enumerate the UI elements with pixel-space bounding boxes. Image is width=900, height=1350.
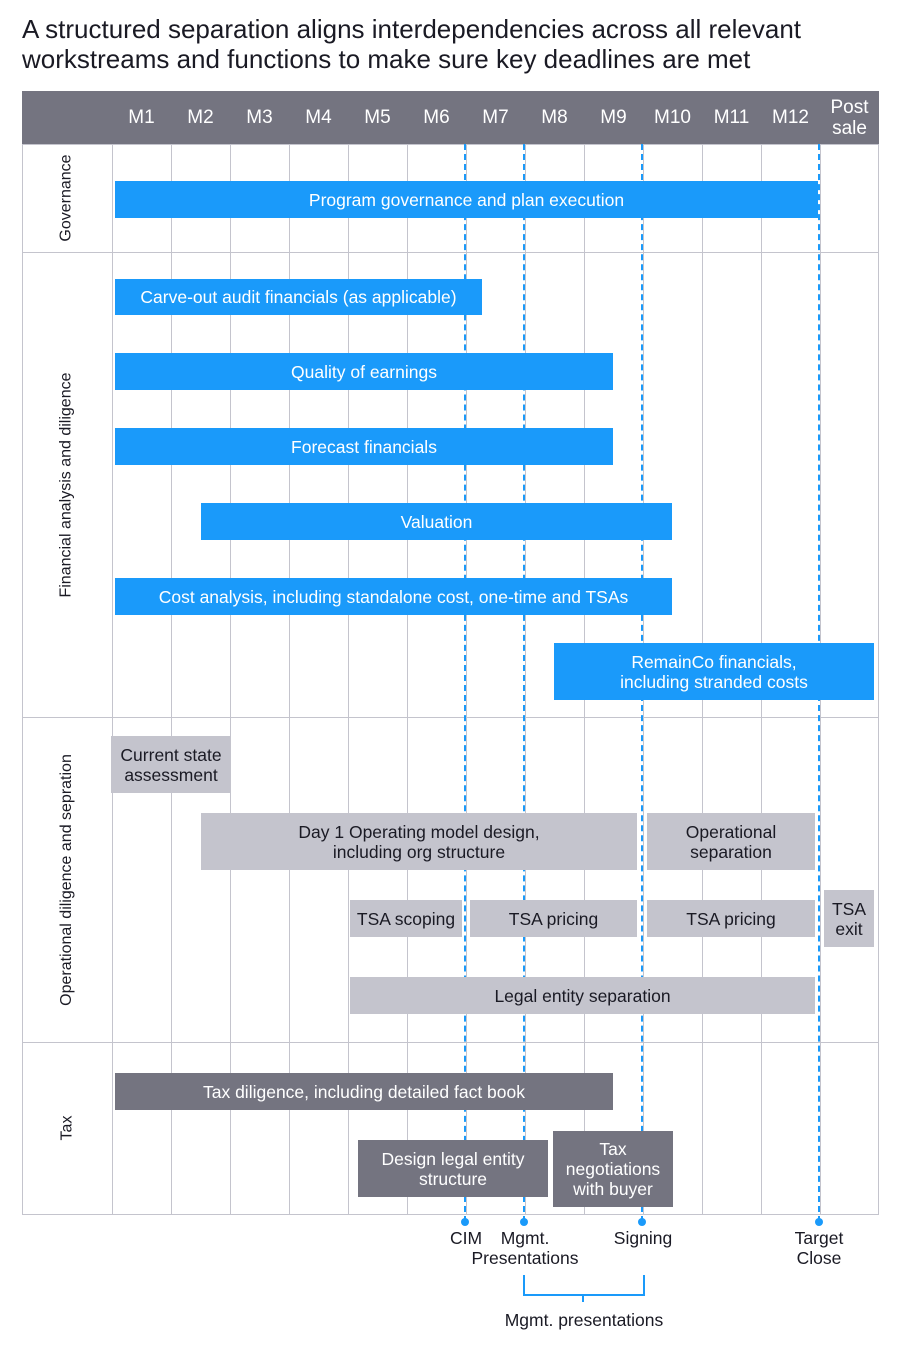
lane-divider <box>22 717 879 718</box>
lane-label-operational: Operational diligence and sepration <box>58 753 76 1006</box>
lane-divider <box>22 252 879 253</box>
bar-day1-operating-model: Day 1 Operating model design, including … <box>201 813 637 870</box>
bar-tax-negotiations: Tax negotiations with buyer <box>553 1131 673 1207</box>
grid-line <box>466 144 467 1214</box>
lane-label-tax: Tax <box>58 1115 75 1141</box>
bar-valuation: Valuation <box>201 503 672 540</box>
page-title: A structured separation aligns interdepe… <box>22 14 802 74</box>
bar-tax-diligence: Tax diligence, including detailed fact b… <box>115 1073 613 1110</box>
bar-carve-out-audit: Carve-out audit financials (as applicabl… <box>115 279 482 315</box>
bar-current-state: Current state assessment <box>111 736 231 793</box>
milestone-label-target-close: Target Close <box>794 1228 844 1268</box>
month-header-m2: M2 <box>187 107 214 128</box>
month-header-m3: M3 <box>246 107 273 128</box>
bracket-stem <box>582 1294 584 1302</box>
milestone-line-cim <box>464 144 466 1222</box>
grid-line <box>171 144 172 1214</box>
lane-divider <box>22 1042 879 1043</box>
month-header-m7: M7 <box>482 107 509 128</box>
bar-tsa-scoping: TSA scoping <box>350 900 462 937</box>
bar-program-governance: Program governance and plan execution <box>115 181 818 218</box>
grid-frame <box>22 144 879 1215</box>
bar-quality-of-earnings: Quality of earnings <box>115 353 613 390</box>
milestone-line-mgmt <box>523 144 525 1222</box>
lane-label-governance: Governance <box>57 154 75 242</box>
month-header-m1: M1 <box>128 107 155 128</box>
month-header-post-sale: Post sale <box>830 96 869 139</box>
lane-label-financial: Financial analysis and diligence <box>58 371 75 598</box>
milestone-label-signing: Signing <box>613 1228 673 1248</box>
bracket-label: Mgmt. presentations <box>504 1310 664 1330</box>
bar-tsa-exit: TSA exit <box>824 890 874 947</box>
month-header-m11: M11 <box>713 107 750 128</box>
bar-forecast-financials: Forecast financials <box>115 428 613 465</box>
grid-line <box>348 144 349 1214</box>
grid-line <box>112 144 113 1214</box>
lane-tax: Tax <box>22 1042 112 1214</box>
bar-operational-separation: Operational separation <box>647 813 815 870</box>
lane-operational: Operational diligence and sepration <box>22 717 112 1042</box>
milestone-dot-signing <box>638 1218 646 1226</box>
bar-legal-entity-separation: Legal entity separation <box>350 977 815 1014</box>
month-header-m5: M5 <box>364 107 391 128</box>
bar-tsa-pricing-1: TSA pricing <box>470 900 637 937</box>
month-header-m8: M8 <box>541 107 568 128</box>
month-header-m12: M12 <box>772 107 809 128</box>
month-header-m4: M4 <box>305 107 332 128</box>
bar-design-legal-entity: Design legal entity structure <box>358 1140 548 1197</box>
milestone-dot-cim <box>461 1218 469 1226</box>
month-header-m10: M10 <box>654 107 691 128</box>
month-header-m9: M9 <box>600 107 627 128</box>
milestone-dot-mgmt <box>520 1218 528 1226</box>
bar-tsa-pricing-2: TSA pricing <box>647 900 815 937</box>
bar-remainco-financials: RemainCo financials, including stranded … <box>554 643 874 700</box>
milestone-dot-target-close <box>815 1218 823 1226</box>
milestone-label-cim: CIM <box>449 1228 483 1248</box>
grid-line <box>230 144 231 1214</box>
month-header-m6: M6 <box>423 107 450 128</box>
grid-line <box>407 144 408 1214</box>
milestone-label-mgmt: Mgmt. Presentations <box>471 1228 579 1268</box>
grid-line <box>289 144 290 1214</box>
timeline-header <box>22 91 879 144</box>
bar-cost-analysis: Cost analysis, including standalone cost… <box>115 578 672 615</box>
grid-line <box>525 144 526 1214</box>
mgmt-presentations-bracket <box>523 1275 645 1296</box>
lane-financial: Financial analysis and diligence <box>22 252 112 717</box>
lane-governance: Governance <box>22 144 112 252</box>
